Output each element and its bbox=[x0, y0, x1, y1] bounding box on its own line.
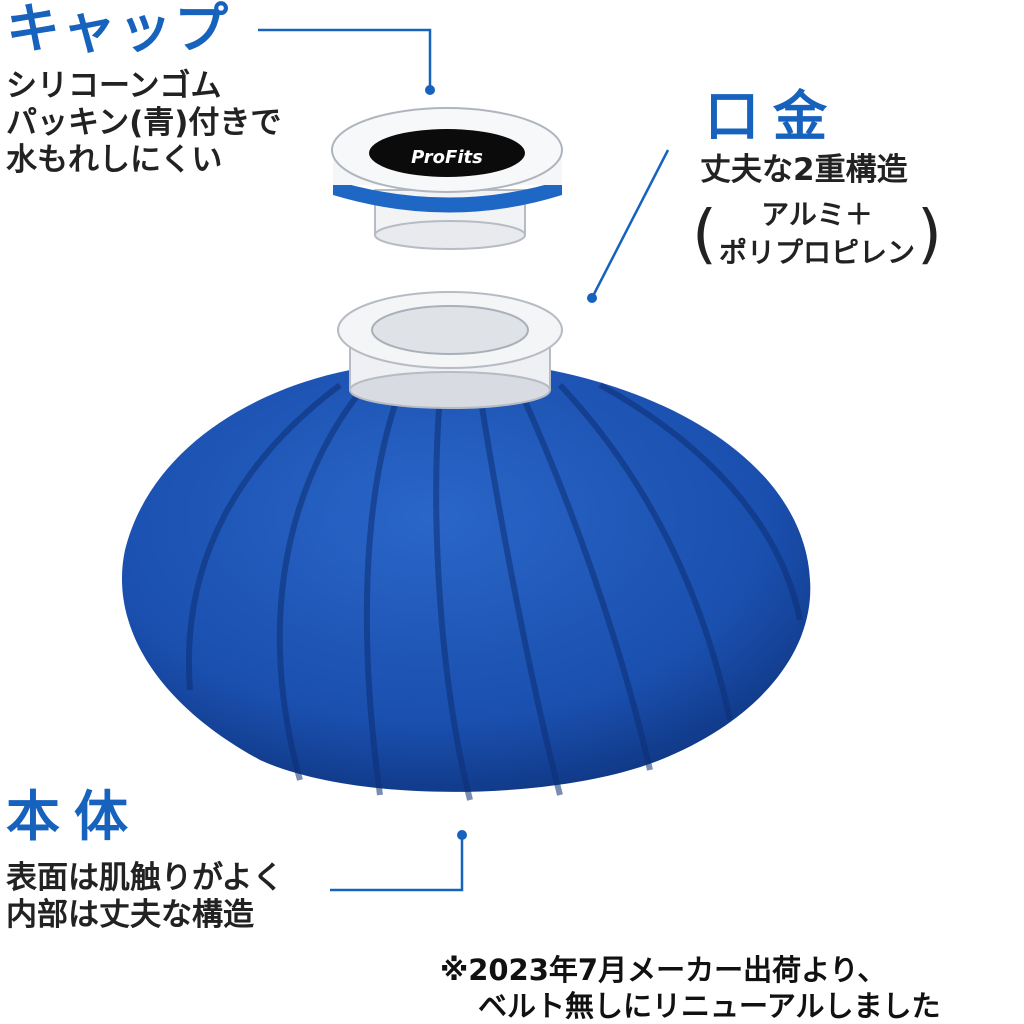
body-pointer-dot bbox=[457, 830, 467, 840]
cap-title: キャップ bbox=[6, 0, 230, 60]
profits-logo: ProFits bbox=[411, 147, 483, 168]
note-line: ベルト無しにリニューアルしました bbox=[478, 989, 941, 1023]
body-description: 表面は肌触りがよく 内部は丈夫な構造 bbox=[6, 860, 283, 934]
leader-lines bbox=[258, 28, 670, 892]
cap-line: シリコーンゴム bbox=[6, 68, 222, 104]
cap-description: シリコーンゴム パッキン(青)付きで 水もれしにくい bbox=[6, 68, 281, 179]
renewal-note: ※2023年7月メーカー出荷より、 ベルト無しにリニューアルしました bbox=[440, 952, 941, 1024]
mouth-material-line: アルミ＋ bbox=[761, 198, 873, 231]
body-title: 本体 bbox=[6, 785, 142, 848]
body-line: 内部は丈夫な構造 bbox=[6, 897, 254, 933]
mouth-ring bbox=[337, 291, 563, 409]
mouth-pointer-dot bbox=[587, 293, 597, 303]
cap-pointer-dot bbox=[425, 85, 435, 95]
bag-body bbox=[121, 370, 811, 801]
note-line: ※2023年7月メーカー出荷より、 bbox=[440, 953, 887, 987]
mouth-title: 口金 bbox=[705, 85, 841, 148]
mouth-materials: ( アルミ＋ ポリプロピレン ) bbox=[692, 198, 942, 272]
cap: ProFits bbox=[331, 107, 563, 250]
cap-line: 水もれしにくい bbox=[6, 142, 223, 178]
mouth-description: 丈夫な2重構造 bbox=[700, 152, 908, 188]
body-line: 表面は肌触りがよく bbox=[6, 860, 284, 896]
cap-line: パッキン(青)付きで bbox=[6, 105, 282, 141]
mouth-material-line: ポリプロピレン bbox=[718, 236, 915, 269]
